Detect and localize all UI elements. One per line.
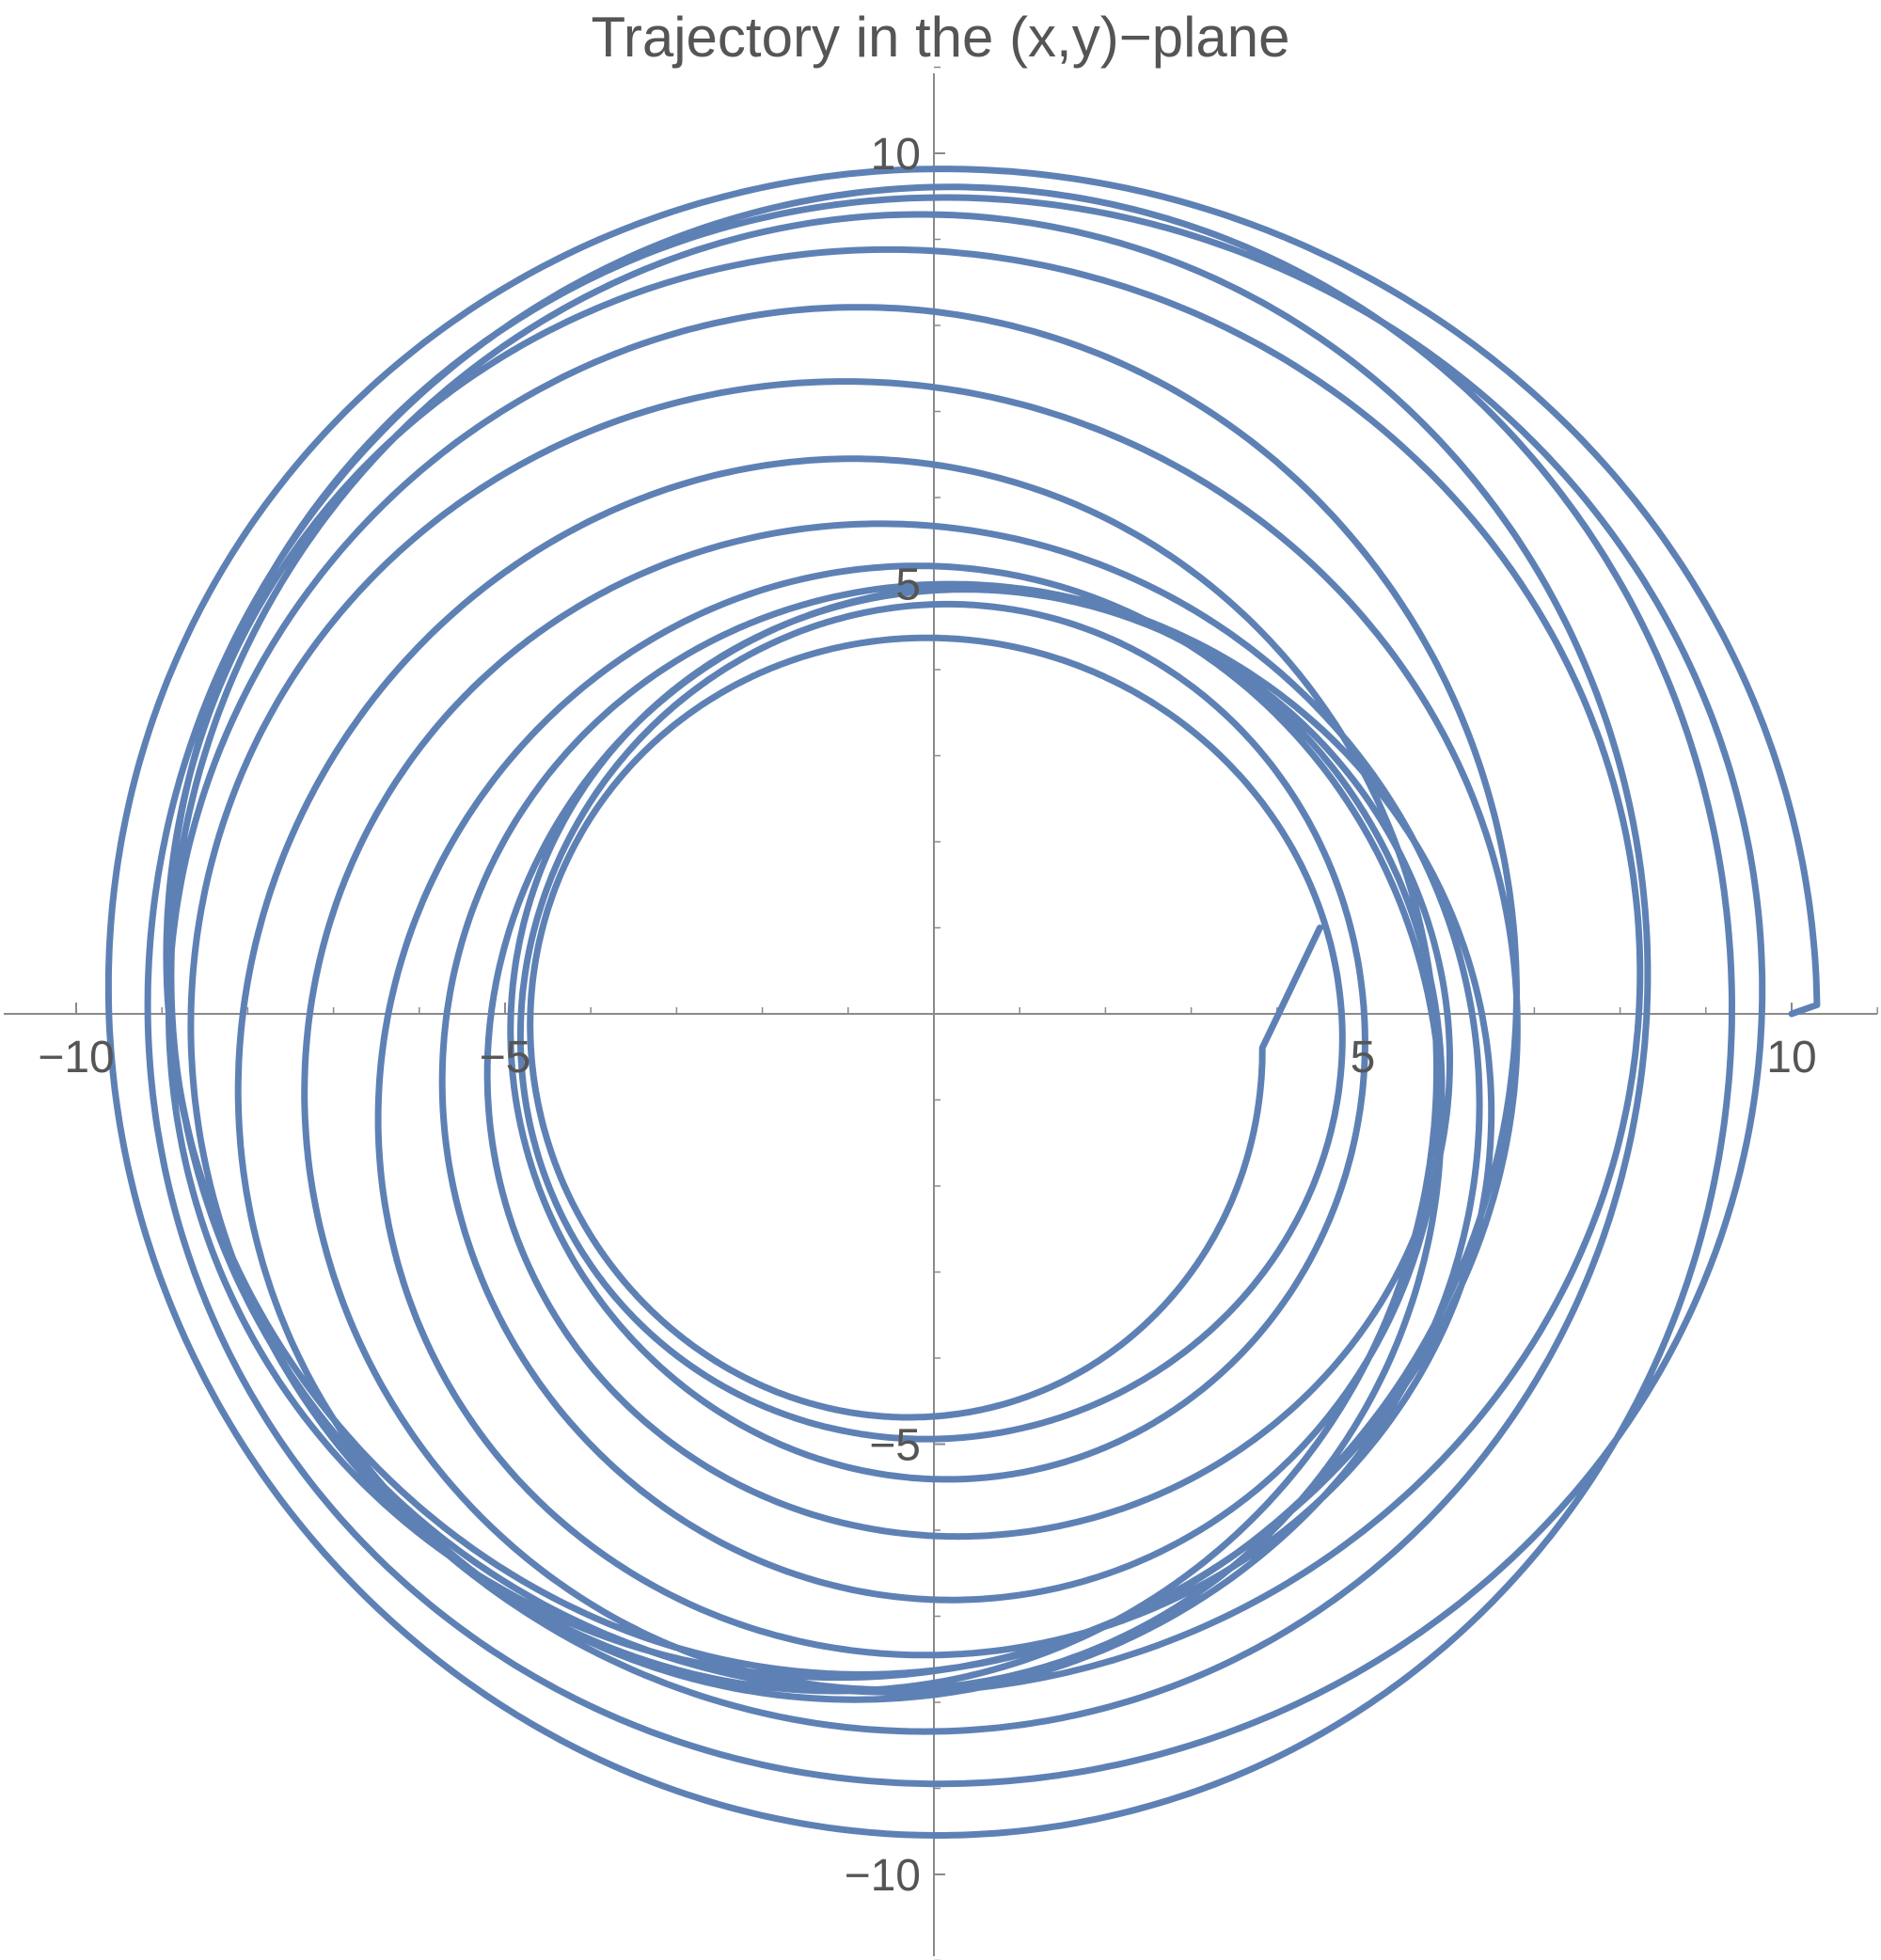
y-tick-label: −10 (845, 1851, 921, 1901)
axes (4, 73, 1877, 1956)
x-tick-label: 10 (1766, 1033, 1816, 1083)
y-tick-label: 5 (895, 561, 921, 610)
x-tick-label: 5 (1351, 1033, 1376, 1083)
trajectory-curve (104, 166, 1821, 1839)
x-tick-label: −10 (38, 1033, 114, 1083)
y-tick-label: 10 (871, 130, 921, 180)
tick-labels: −10 −5 5 10 −10 −5 5 10 (38, 130, 1816, 1901)
series-layer (104, 166, 1821, 1839)
x-tick-label: −5 (480, 1033, 531, 1083)
y-tick-label: −5 (869, 1421, 921, 1471)
chart-title: Trajectory in the (x,y)−plane (591, 6, 1290, 69)
